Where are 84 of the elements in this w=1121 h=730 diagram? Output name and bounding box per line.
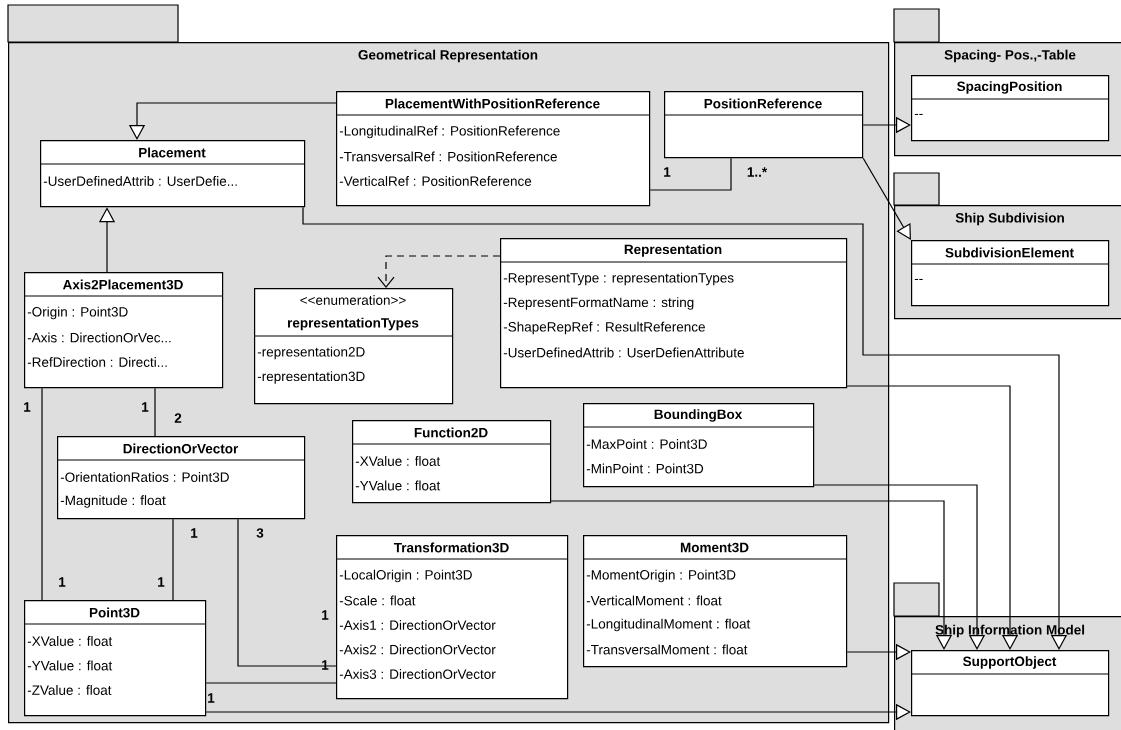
attribute-text: -VerticalMoment : float <box>586 595 722 606</box>
multiplicity-label: 1 <box>24 402 31 412</box>
attribute-text: -XValue : float <box>27 636 113 646</box>
attribute-text: -RepresentType : representationTypes <box>503 272 734 286</box>
association-line <box>205 682 337 684</box>
attribute-text: -Axis3 : DirectionOrVector <box>339 669 496 679</box>
attribute-text: -VerticalRef : PositionReference <box>339 176 532 186</box>
association-line <box>154 387 156 437</box>
multiplicity-label: 1 <box>322 660 329 670</box>
association-line <box>172 518 174 601</box>
class-name: Moment3D <box>680 542 749 553</box>
stereotype-text: <<enumeration>> <box>300 295 406 305</box>
class-name: SupportObject <box>963 656 1057 669</box>
class-box <box>253 288 454 405</box>
class-name: representationTypes <box>288 317 419 331</box>
attribute-text: -MaxPoint : Point3D <box>586 439 707 449</box>
class-name: PlacementWithPositionReference <box>385 98 600 109</box>
class-box <box>335 535 569 700</box>
attribute-text: -Scale : float <box>339 595 416 606</box>
attribute-text: -RepresentFormatName : string <box>503 297 694 310</box>
attribute-text: -MinPoint : Point3D <box>586 463 704 474</box>
class-box <box>582 403 815 488</box>
class-box <box>23 272 224 389</box>
class-box <box>351 420 552 504</box>
attribute-text: -ShapeRepRef : ResultReference <box>503 321 705 335</box>
class-name: Point3D <box>89 607 140 618</box>
association-line <box>649 157 732 191</box>
class-name: DirectionOrVector <box>123 443 239 454</box>
class-box <box>56 436 306 520</box>
attribute-text: -UserDefinedAttrib : UserDefienAttribute <box>503 347 744 358</box>
generalization-arrow <box>813 484 986 650</box>
attribute-text: -LongitudinalMoment : float <box>586 618 751 632</box>
attribute-text: -representation3D <box>257 371 365 384</box>
generalization-arrow <box>302 206 1068 650</box>
attribute-text: -UserDefinedAttrib : UserDefie... <box>43 176 237 186</box>
multiplicity-label: 2 <box>174 413 182 423</box>
dependency-arrow <box>377 255 501 288</box>
generalization-arrow <box>846 385 1019 650</box>
attribute-text: -RefDirection : Directi... <box>27 357 167 367</box>
class-name: SpacingPosition <box>957 81 1062 94</box>
attribute-text: -Magnitude : float <box>60 495 166 508</box>
attribute-text: -TransversalRef : PositionReference <box>339 151 557 162</box>
attribute-text: -TransversalMoment : float <box>586 644 748 655</box>
association-line <box>237 518 337 667</box>
attribute-text: -ZValue : float <box>27 685 112 695</box>
attribute-text: -- <box>914 113 923 115</box>
association-line <box>41 387 43 601</box>
attribute-text: -LongitudinalRef : PositionReference <box>339 125 560 139</box>
class-name: Transformation3D <box>393 542 509 553</box>
attribute-text: -MomentOrigin : Point3D <box>586 569 736 583</box>
attribute-text: -Axis : DirectionOrVec... <box>27 332 171 343</box>
attribute-text: -Axis1 : DirectionOrVector <box>339 620 496 630</box>
multiplicity-label: 1 <box>664 167 671 177</box>
attribute-text: -YValue : float <box>355 480 441 491</box>
multiplicity-label: 1 <box>59 577 66 587</box>
class-name: Placement <box>139 147 206 158</box>
class-name: Axis2Placement3D <box>62 279 183 290</box>
multiplicity-label: 1 <box>158 577 165 587</box>
class-box <box>582 535 848 668</box>
attribute-text: -LocalOrigin : Point3D <box>339 569 472 583</box>
attribute-text: -Axis2 : DirectionOrVector <box>339 644 496 655</box>
attribute-text: -OrientationRatios : Point3D <box>60 472 229 482</box>
class-box <box>910 240 1110 307</box>
class-name: Function2D <box>414 427 488 438</box>
attribute-text: -XValue : float <box>355 456 441 466</box>
class-name: Representation <box>624 244 722 257</box>
attribute-text: -- <box>914 278 923 280</box>
attribute-text: -YValue : float <box>27 660 113 671</box>
generalization-arrow <box>550 500 953 650</box>
class-box <box>499 238 848 389</box>
generalization-arrow <box>862 157 911 240</box>
multiplicity-label: 1 <box>142 402 149 412</box>
class-box <box>663 91 864 159</box>
class-name: PositionReference <box>704 98 822 109</box>
class-box <box>910 75 1110 142</box>
multiplicity-label: 1 <box>208 693 215 703</box>
class-box <box>335 91 651 207</box>
attribute-text: -Origin : Point3D <box>27 306 128 320</box>
class-box <box>910 650 1110 717</box>
class-name: SubdivisionElement <box>945 247 1074 258</box>
class-box <box>23 600 207 717</box>
class-box <box>39 140 306 208</box>
attribute-text: -representation2D <box>257 346 365 360</box>
class-name: BoundingBox <box>654 409 743 422</box>
